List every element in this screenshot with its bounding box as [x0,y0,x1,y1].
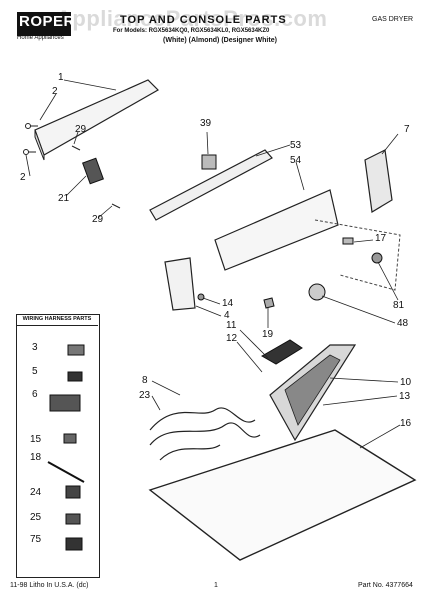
inset-label: 75 [30,534,42,545]
screw-icon [25,123,31,129]
callout-16: 16 [400,418,412,429]
product-type: GAS DRYER [372,16,414,23]
callout-11: 11 [226,320,237,331]
callout-14: 14 [222,298,234,309]
connector-part [65,485,81,499]
wire-harness [149,407,256,431]
inset-title: WIRING HARNESS PARTS [16,316,98,326]
brand-logo [17,12,71,36]
harness-block-part [49,394,81,412]
callout-7: 7 [404,124,410,135]
callout-10: 10 [400,377,412,388]
control-panel-edge [34,129,45,161]
wire-harness [159,444,221,461]
console-back [214,189,339,271]
callout-4: 4 [224,310,230,321]
page-title: TOP AND CONSOLE PARTS [120,14,287,26]
connector-part [65,537,83,551]
inset-label: 15 [30,434,42,445]
side-bracket [164,257,196,311]
end-cap [364,149,393,213]
inset-label: 24 [30,487,42,498]
callout-21: 21 [58,193,70,204]
connector-part [67,371,83,382]
callout-39: 39 [200,118,212,129]
inset-label: 25 [30,512,42,523]
callout-2: 2 [52,86,58,97]
wiring-harness-inset [16,314,100,578]
callout-12: 12 [226,333,238,344]
inset-label: 3 [32,342,38,353]
assembly-guide [314,219,401,291]
filter-cover-part [260,339,303,365]
callout-13: 13 [399,391,411,402]
top-panel [148,429,417,561]
callout-29b: 29 [92,214,104,225]
callout-17: 17 [375,233,387,244]
callout-2b: 2 [20,172,26,183]
callout-8: 8 [142,375,148,386]
inset-label: 6 [32,389,38,400]
callout-29: 29 [75,124,87,135]
switch-part [82,157,104,185]
page-number: 1 [214,582,218,589]
callout-54: 54 [290,155,302,166]
clip-part [197,293,205,301]
callout-1: 1 [58,72,64,83]
colors-line: (White) (Almond) (Designer White) [163,37,277,44]
callout-23: 23 [139,390,151,401]
fastener-part [263,297,275,309]
part-number: Part No. 4377664 [358,582,413,589]
inset-label: 18 [30,452,42,463]
console-rail [149,149,273,221]
callout-53: 53 [290,140,302,151]
inset-label: 5 [32,366,38,377]
callout-81: 81 [393,300,405,311]
timer-part [201,154,217,170]
screw-part [111,203,121,209]
brand-subtitle: Home Appliances [17,35,64,41]
screw-icon [23,149,29,155]
knob-small-part [371,252,383,264]
footer-litho: 11-98 Litho In U.S.A. (dc) [10,582,89,589]
knob-part [308,283,326,301]
tie-part [47,461,85,483]
connector-part [65,513,81,525]
screw-part [71,145,81,151]
models-line: For Models: RGX5634KQ0, RGX5634KL0, RGX5… [113,28,270,34]
clip-part [63,433,77,444]
lint-screen-mesh [284,354,341,426]
brand-logo-text: ROPER [19,13,75,30]
pushbutton-part [342,237,354,245]
leader-lines [25,79,401,449]
connector-part [67,344,85,356]
callout-19: 19 [262,329,274,340]
wire-harness [149,422,261,446]
callout-48: 48 [397,318,409,329]
inset-parts [47,344,85,551]
watermark-text: AppliancePartsPros.com [56,6,328,31]
